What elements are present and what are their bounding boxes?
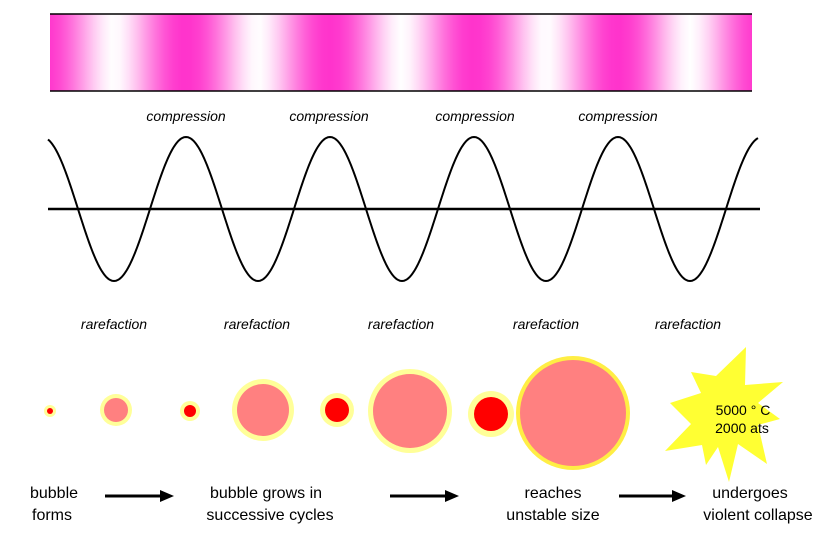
bubble [468, 391, 514, 437]
bubble [516, 356, 630, 470]
rarefaction-labels: rarefaction rarefaction rarefaction rare… [81, 316, 721, 332]
collapse-pressure: 2000 ats [715, 420, 769, 436]
compression-label: compression [146, 108, 226, 124]
stage-caption-line: violent collapse [703, 507, 813, 524]
rarefaction-label: rarefaction [655, 316, 721, 332]
bubble [232, 379, 294, 441]
rarefaction-label: rarefaction [224, 316, 290, 332]
stage-caption-line: bubble grows in [210, 485, 322, 502]
arrow-right-icon [390, 490, 459, 502]
stage-caption: bubble forms [30, 485, 78, 524]
stage-caption: undergoes violent collapse [703, 485, 813, 524]
compression-label: compression [435, 108, 515, 124]
stage-caption-line: undergoes [712, 485, 788, 502]
stage-caption: bubble grows in successive cycles [206, 485, 333, 524]
compression-label: compression [578, 108, 658, 124]
rarefaction-label: rarefaction [368, 316, 434, 332]
stage-caption-line: unstable size [506, 507, 599, 524]
rarefaction-label: rarefaction [513, 316, 579, 332]
bubble [368, 369, 452, 453]
pressure-density-band [50, 14, 752, 91]
stage-caption-line: reaches [525, 485, 582, 502]
pressure-wave [47, 135, 759, 283]
arrow-right-icon [619, 490, 686, 502]
bubble-sequence [44, 356, 630, 470]
compression-label: compression [289, 108, 369, 124]
stage-caption-line: successive cycles [206, 507, 333, 524]
collapse-temperature: 5000 ° C [716, 402, 771, 418]
stage-caption-line: forms [32, 507, 72, 524]
collapse-star [665, 347, 783, 482]
bubble [320, 393, 354, 427]
compression-labels: compression compression compression comp… [146, 108, 658, 124]
bubble [100, 394, 132, 426]
bubble [44, 405, 56, 417]
stage-caption: reaches unstable size [506, 485, 599, 524]
stage-caption-line: bubble [30, 485, 78, 502]
bubble [180, 401, 200, 421]
rarefaction-label: rarefaction [81, 316, 147, 332]
arrow-right-icon [105, 490, 174, 502]
